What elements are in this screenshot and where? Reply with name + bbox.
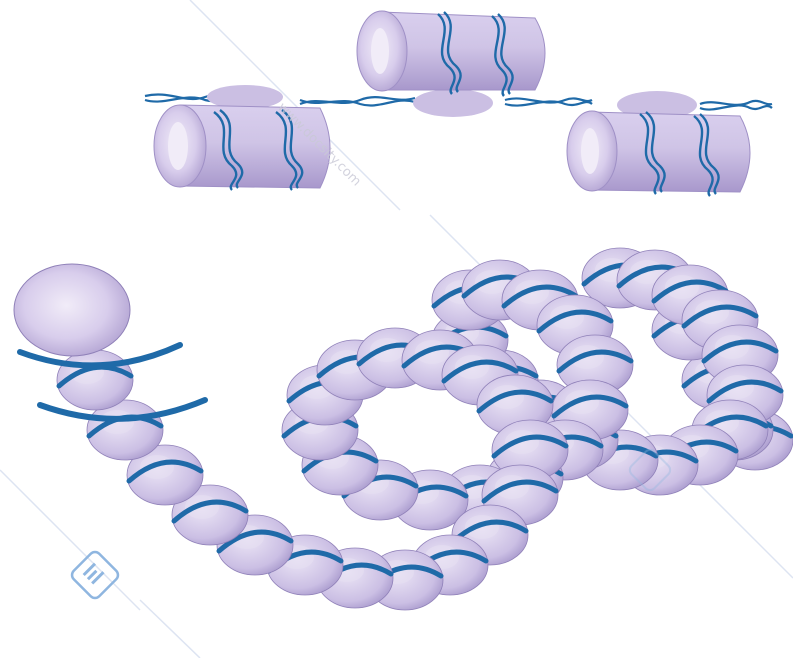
watermark-logo: [70, 550, 121, 601]
fiber-end-cap: [14, 264, 130, 356]
solenoid-fiber: [14, 248, 793, 610]
nucleosome-string: [145, 11, 772, 196]
nucleosome-middle: [357, 11, 545, 117]
fiber-nucleosome: [57, 350, 133, 410]
